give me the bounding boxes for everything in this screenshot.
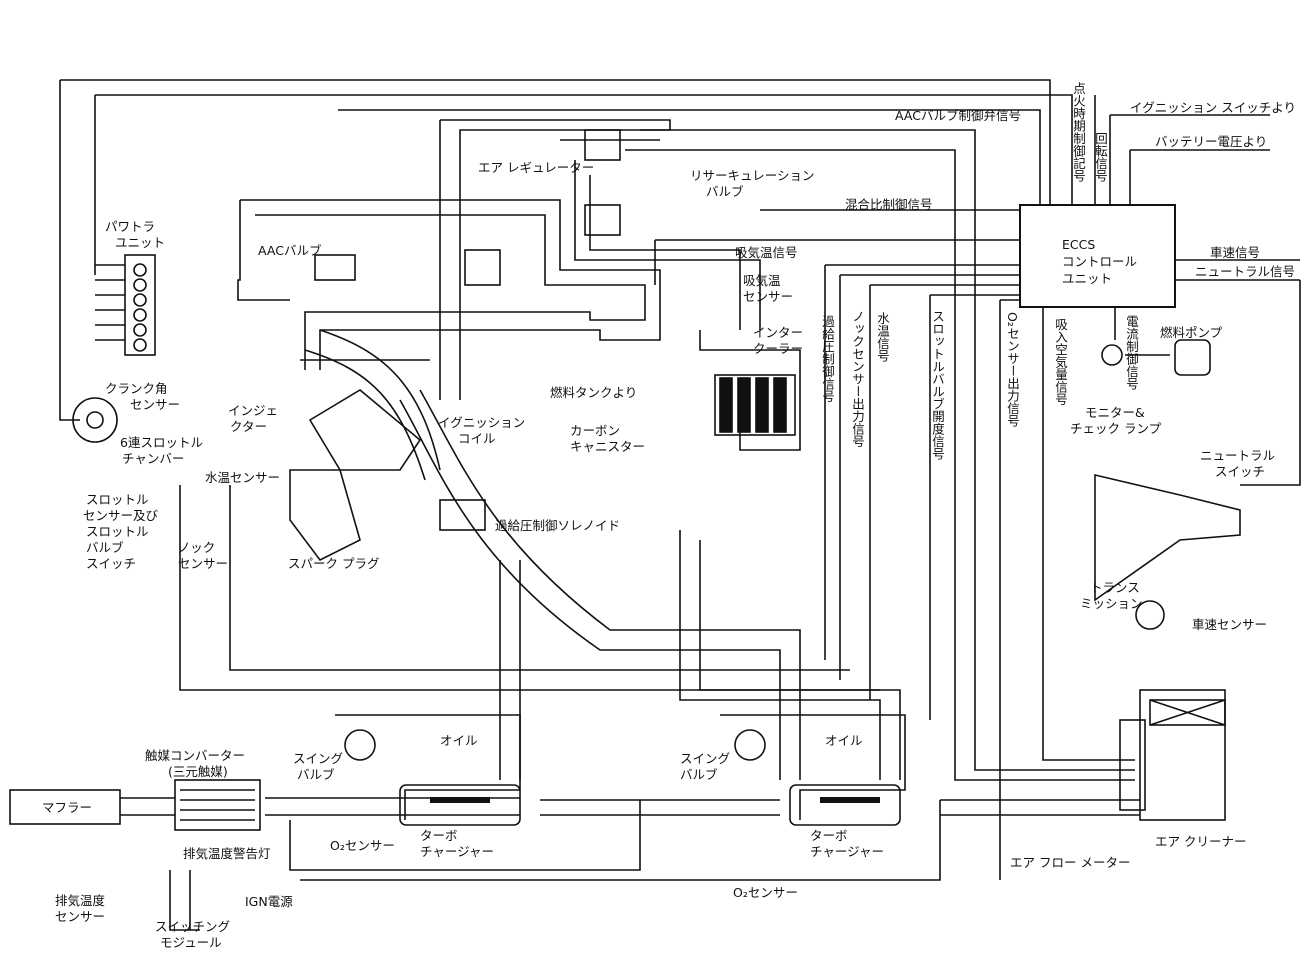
throttle-sensor-label-2: センサー及び (83, 508, 159, 523)
spark-plug-label: スパーク プラグ (288, 556, 380, 571)
mixture-signal-label: 混合比制御信号 (845, 197, 933, 212)
eccs-label-2: コントロール (1062, 254, 1138, 269)
current-control-signal-label: 電流制御信号 (1124, 315, 1139, 390)
neutral-signal-label: ニュートラル信号 (1195, 264, 1296, 279)
catalyst-label-1: 触媒コンバーター (145, 748, 246, 763)
injector-label-2: クター (230, 419, 268, 434)
turbo-right-label-2: チャージャー (810, 844, 885, 859)
ignition-switch-label: イグニッション スイッチより (1130, 100, 1296, 115)
aac-valve-label: AACバルブ (258, 243, 322, 258)
swing-valve-left-label-1: スイング (293, 751, 344, 766)
muffler-label: マフラー (42, 800, 93, 815)
oil-left-label: オイル (440, 733, 478, 748)
swing-valve-right-label-2: バルブ (680, 767, 718, 782)
boost-control-signal-label: 過給圧制御信号 (820, 315, 835, 403)
intake-temp-sensor-label-1: 吸気温 (743, 273, 781, 288)
throttle-sensor-label-1: スロットル (86, 492, 149, 507)
crank-sensor-label-2: センサー (130, 397, 181, 412)
power-unit-label-2: ユニット (115, 235, 166, 250)
fuel-tank-label: 燃料タンクより (550, 385, 638, 400)
knock-sensor-signal-label: ノックセンサー出力信号 (850, 310, 865, 448)
battery-label: バッテリー電圧より (1155, 134, 1268, 149)
fuel-pump-label: 燃料ポンプ (1160, 325, 1223, 340)
throttle-signal-label: スロットルバルブ開度信号 (930, 310, 945, 460)
recirc-valve-label-1: リサーキュレーション (690, 168, 815, 183)
intake-temp-signal-label: 吸気温信号 (735, 245, 798, 260)
vehicle-speed-signal-label: 車速信号 (1210, 245, 1261, 260)
air-cleaner-label: エア クリーナー (1155, 834, 1247, 849)
intercooler-label-2: クーラー (753, 341, 804, 356)
turbo-left-label-1: ターボ (420, 828, 458, 843)
o2-output-signal-label: O₂センサー出力信号 (1005, 312, 1020, 427)
vehicle-speed-sensor-label: 車速センサー (1192, 617, 1268, 632)
throttle-chamber-label-2: チャンバー (122, 451, 185, 466)
eccs-control-unit (1019, 204, 1176, 308)
water-temp-signal-label: 水温信号 (875, 312, 890, 362)
transmission-label-1: トランス (1090, 580, 1140, 595)
neutral-switch-label-2: スイッチ (1215, 464, 1266, 479)
monitor-lamp-label-2: チェック ランプ (1070, 421, 1162, 436)
throttle-sensor-label-4: バルブ (86, 540, 124, 555)
neutral-switch-label-1: ニュートラル (1200, 448, 1276, 463)
air-regulator-label: エア レギュレーター (478, 160, 595, 175)
turbo-right-label-1: ターボ (810, 828, 848, 843)
recirc-valve-label-2: バルブ (706, 184, 744, 199)
ignition-timing-label: 点火時期制御記号 (1071, 82, 1086, 182)
transmission-label-2: ミッション (1080, 596, 1143, 611)
throttle-sensor-label-5: スイッチ (86, 556, 137, 571)
eccs-label-3: ユニット (1062, 271, 1113, 286)
turbo-left-label-2: チャージャー (420, 844, 495, 859)
airflow-signal-label: 吸入空気量信号 (1053, 318, 1068, 406)
exhaust-temp-sensor-label-2: センサー (55, 909, 106, 924)
canister-label-2: キャニスター (570, 439, 646, 454)
swing-valve-right-label-1: スイング (680, 751, 731, 766)
o2-sensor-right-label: O₂センサー (733, 885, 798, 900)
exhaust-temp-lamp-label: 排気温度警告灯 (183, 846, 271, 861)
eccs-label-1: ECCS (1062, 237, 1096, 252)
catalyst-label-2: (三元触媒) (168, 764, 228, 779)
switching-module-label-2: モジュール (160, 935, 222, 950)
air-flow-meter-label: エア フロー メーター (1010, 855, 1131, 870)
intercooler-label-1: インター (753, 325, 804, 340)
knock-sensor-label-1: ノック (178, 540, 216, 555)
monitor-lamp-label-1: モニター& (1085, 405, 1145, 420)
ignition-coil-label-2: コイル (458, 431, 496, 446)
exhaust-temp-sensor-label-1: 排気温度 (55, 893, 106, 908)
swing-valve-left-label-2: バルブ (297, 767, 335, 782)
knock-sensor-label-2: センサー (178, 556, 229, 571)
boost-solenoid-label: 過給圧制御ソレノイド (495, 518, 621, 533)
water-temp-sensor-label: 水温センサー (205, 470, 281, 485)
canister-label-1: カーボン (570, 423, 621, 438)
aac-valve-signal-label: AACバルブ制御弁信号 (895, 108, 1021, 123)
o2-sensor-left-label: O₂センサー (330, 838, 395, 853)
oil-right-label: オイル (825, 733, 863, 748)
power-unit-label-1: パワトラ (105, 219, 156, 234)
crank-sensor-label-1: クランク角 (105, 381, 168, 396)
rpm-signal-label: 回転信号 (1093, 132, 1108, 182)
ignition-coil-label-1: イグニッション (438, 415, 526, 430)
injector-label-1: インジェ (228, 403, 279, 418)
intake-temp-sensor-label-2: センサー (743, 289, 794, 304)
throttle-chamber-label-1: 6連スロットル (120, 435, 203, 450)
ign-power-label: IGN電源 (245, 894, 293, 909)
switching-module-label-1: スイッチング (155, 919, 231, 934)
throttle-sensor-label-3: スロットル (86, 524, 149, 539)
